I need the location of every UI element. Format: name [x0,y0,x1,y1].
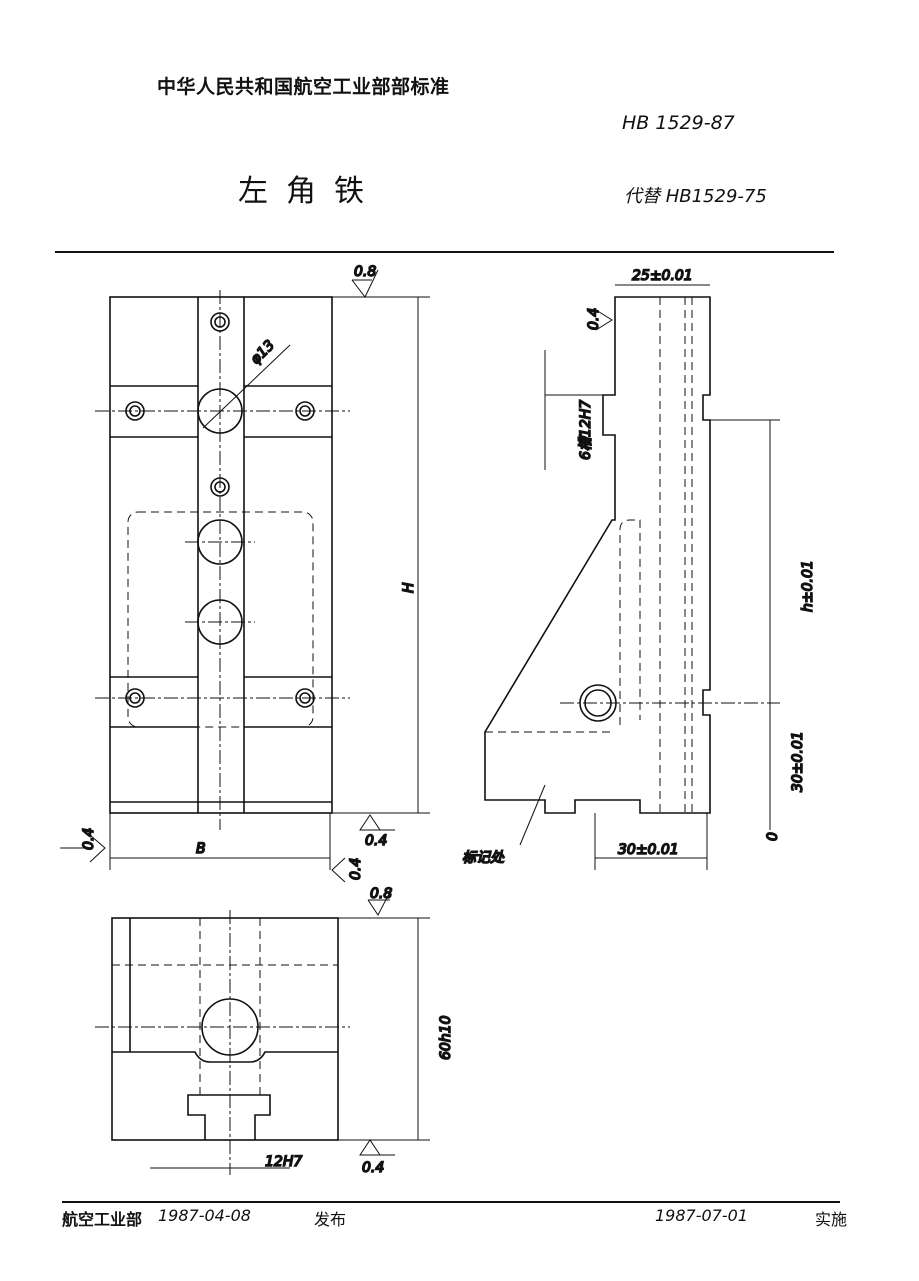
side-view [484,284,780,870]
replaces-note: 代替 HB1529-75 [624,186,767,207]
width-dimension: 25±0.01 [632,268,693,284]
h-dimension: h±0.01 [800,560,816,612]
roughness-label: 0.4 [348,858,364,880]
roughness-label: 0.4 [81,828,97,850]
front-view [60,269,430,883]
document-title: 左角铁 [238,174,382,209]
slot-dimension: 12H7 [265,1154,302,1170]
height-dimension: 60h10 [438,1015,454,1060]
issuer: 航空工业部 [62,1210,143,1229]
issue-label: 发布 [314,1210,347,1229]
width-dimension: B [196,841,206,857]
effective-date: 1987-07-01 [655,1206,748,1225]
bottom-dimension: 30±0.01 [618,842,679,858]
slot-note: 6槽12H7 [578,400,594,460]
organization-header: 中华人民共和国航空工业部部标准 [157,76,450,98]
standard-code: HB 1529-87 [622,112,735,134]
roughness-label: 0.8 [370,886,392,902]
roughness-label: 0.8 [354,264,376,280]
height-dimension: H [401,582,417,593]
effective-label: 实施 [815,1210,848,1229]
bottom-view [95,887,430,1175]
zero-mark: 0 [765,832,781,841]
roughness-label: 0.4 [362,1160,384,1176]
issue-date: 1987-04-08 [158,1206,251,1225]
roughness-label: 0.4 [586,308,602,330]
roughness-label: 0.4 [365,833,387,849]
mark-note: 标记处 [462,850,505,866]
base-dimension: 30±0.01 [790,731,806,792]
bottom-rule [62,1201,840,1203]
top-rule [55,251,834,253]
hole-diameter-label: φ13 [248,337,278,367]
